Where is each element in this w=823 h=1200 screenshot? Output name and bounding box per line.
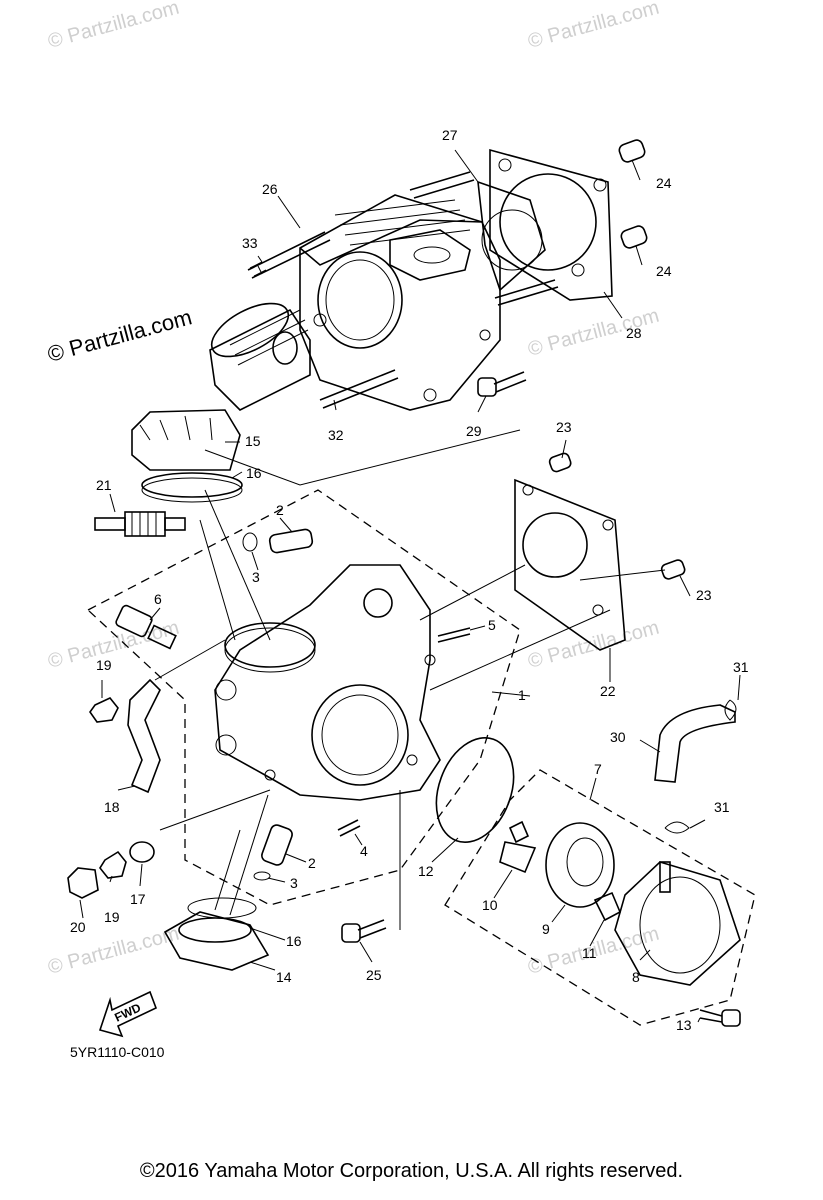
assembly-outline-1 — [86, 489, 521, 906]
watermark: © Partzilla.com — [526, 0, 662, 53]
watermark: © Partzilla.com — [46, 923, 182, 979]
fwd-arrow-icon: FWD — [98, 990, 158, 1038]
washer — [129, 841, 155, 863]
cylinder-part — [299, 194, 501, 411]
callout-3: 3 — [252, 569, 260, 585]
callout-21: 21 — [96, 477, 112, 493]
partzilla-watermark: © Partzilla.com — [45, 304, 195, 367]
dowel-pin — [618, 139, 648, 249]
callout-30: 30 — [610, 729, 626, 745]
callouts: 27 26 33 24 24 28 32 29 15 16 21 2 3 23 … — [70, 127, 749, 1033]
callout-10: 10 — [482, 897, 498, 913]
copyright-notice: ©2016 Yamaha Motor Corporation, U.S.A. A… — [139, 1160, 684, 1182]
callout-20: 20 — [70, 919, 86, 935]
temperature-sensor — [115, 604, 177, 650]
dowel-pin — [548, 452, 686, 580]
callout-19: 19 — [96, 657, 112, 673]
callout-2: 2 — [308, 855, 316, 871]
callout-29: 29 — [466, 423, 482, 439]
callout-11: 11 — [582, 945, 597, 961]
callout-16: 16 — [286, 933, 302, 949]
callout-22: 22 — [600, 683, 616, 699]
callout-2: 2 — [276, 502, 284, 518]
callout-15: 15 — [245, 433, 261, 449]
callout-25: 25 — [366, 967, 382, 983]
callout-16: 16 — [246, 465, 262, 481]
valve-cap — [242, 528, 314, 881]
callout-32: 32 — [328, 427, 344, 443]
callout-3: 3 — [290, 875, 298, 891]
drawing-code: 5YR1110-C010 — [70, 1044, 165, 1060]
callout-1: 1 — [518, 687, 526, 703]
callout-12: 12 — [418, 863, 434, 879]
spark-plug — [94, 511, 186, 537]
pump-cover — [499, 820, 741, 986]
intake-joint — [163, 897, 270, 971]
callout-9: 9 — [542, 921, 550, 937]
piston-ring — [131, 409, 243, 503]
callout-19: 19 — [104, 909, 120, 925]
callout-4: 4 — [360, 843, 368, 859]
hose-part — [654, 704, 736, 783]
head-gasket — [514, 478, 626, 651]
callout-8: 8 — [632, 969, 640, 985]
callout-13: 13 — [676, 1017, 692, 1033]
watermark-layer: © Partzilla.com © Partzilla.com © Partzi… — [46, 0, 662, 979]
cap-part — [67, 867, 99, 899]
callout-5: 5 — [488, 617, 496, 633]
callout-24: 24 — [656, 263, 672, 279]
bracket-part — [127, 678, 161, 794]
callout-23: 23 — [696, 587, 712, 603]
stud-bolt — [247, 171, 559, 409]
callout-24: 24 — [656, 175, 672, 191]
callout-23: 23 — [556, 419, 572, 435]
o-ring-gasket — [435, 736, 515, 844]
callout-31: 31 — [733, 659, 749, 675]
callout-14: 14 — [276, 969, 292, 985]
callout-26: 26 — [262, 181, 278, 197]
leader-lines — [79, 149, 741, 1023]
callout-6: 6 — [154, 591, 162, 607]
callout-33: 33 — [242, 235, 258, 251]
callout-28: 28 — [626, 325, 642, 341]
callout-17: 17 — [130, 891, 146, 907]
hose-clip — [664, 699, 737, 834]
bolt — [337, 371, 741, 1027]
callout-7: 7 — [594, 761, 602, 777]
cylinder-head-part — [214, 564, 441, 801]
callout-31: 31 — [714, 799, 730, 815]
callout-27: 27 — [442, 127, 458, 143]
piston-part — [209, 302, 311, 411]
nut — [89, 697, 127, 879]
callout-18: 18 — [104, 799, 120, 815]
watermark: © Partzilla.com — [46, 0, 182, 53]
cylinder-gasket — [477, 148, 613, 301]
